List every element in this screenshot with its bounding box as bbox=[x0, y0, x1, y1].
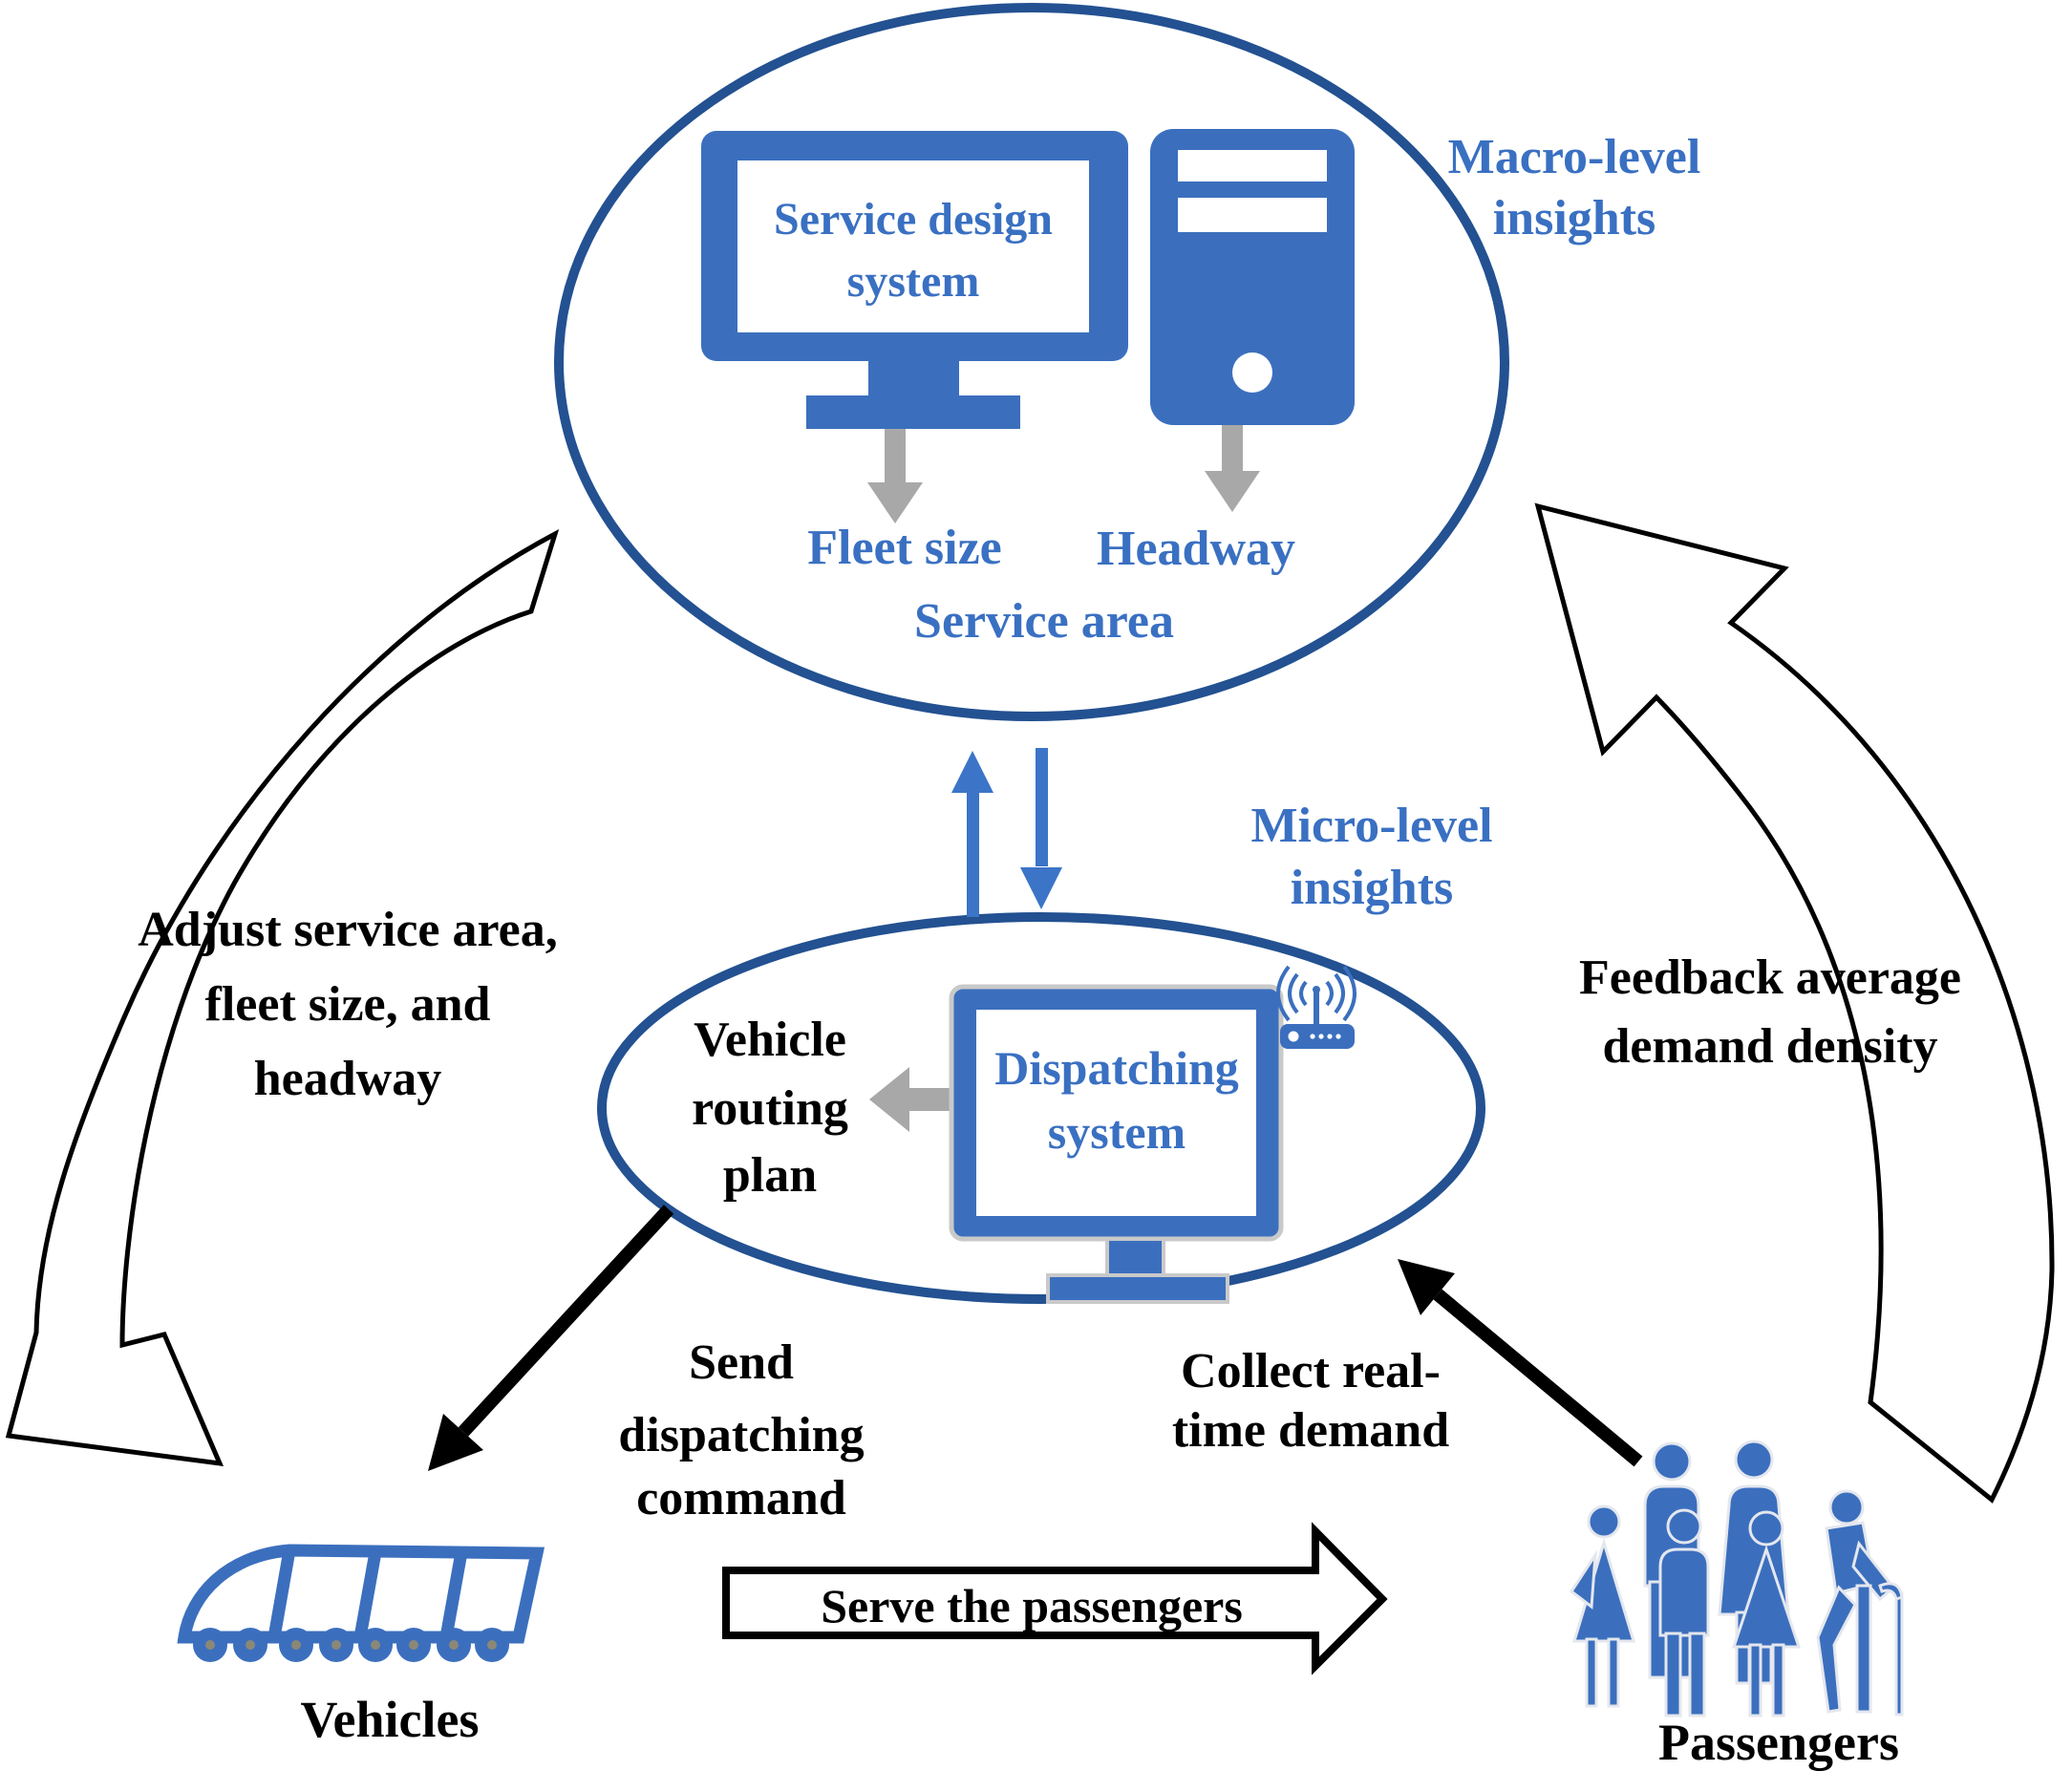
parameters-down-arrow-shaft bbox=[1036, 748, 1048, 866]
service-area-label: Service area bbox=[914, 594, 1174, 649]
gray-output-arrows bbox=[867, 425, 1260, 1132]
micro-insights-label-line2: insights bbox=[1291, 861, 1454, 915]
passengers-group-icon bbox=[1569, 1440, 1904, 1718]
passenger-boy bbox=[1658, 1508, 1710, 1718]
monitor-stand-base bbox=[1046, 1273, 1229, 1304]
send-command-arrow bbox=[428, 1205, 674, 1471]
black-labels: Vehicle routing plan Adjust service area… bbox=[138, 903, 1961, 1771]
send-flow-label-line2: dispatching bbox=[618, 1408, 864, 1462]
macro-micro-exchange-arrows bbox=[951, 748, 1062, 917]
monitor-screen bbox=[976, 1010, 1256, 1216]
passenger-girl bbox=[1731, 1510, 1802, 1718]
headway-arrow-shaft bbox=[1222, 425, 1243, 473]
monitor-stand-neck bbox=[868, 361, 959, 395]
computer-tower-icon bbox=[1150, 129, 1355, 425]
adjust-flow-label-line3: headway bbox=[254, 1052, 441, 1106]
tram-wheel-hubs bbox=[205, 1640, 497, 1650]
adjust-loop-arrow bbox=[5, 528, 560, 1467]
fleet-size-arrow-head bbox=[867, 482, 923, 523]
service-design-label-line2: system bbox=[847, 256, 980, 307]
insights-up-arrow bbox=[951, 751, 993, 917]
micro-insights-label-line1: Micro-level bbox=[1250, 799, 1492, 853]
headway-arrow-head bbox=[1205, 471, 1260, 512]
adjust-flow-label-line1: Adjust service area, bbox=[138, 903, 558, 957]
monitor-stand-base bbox=[806, 395, 1020, 429]
service-design-label-line1: Service design bbox=[774, 194, 1053, 245]
blue-labels: Service design system Macro-level insigh… bbox=[774, 130, 1700, 1159]
vehicles-label: Vehicles bbox=[301, 1691, 480, 1748]
tower-drive-slot-2 bbox=[1178, 198, 1327, 232]
send-command-arrow-head bbox=[428, 1414, 483, 1471]
vehicle-routing-label-line2: routing bbox=[692, 1081, 848, 1136]
feedback-flow-label-line1: Feedback average bbox=[1579, 950, 1961, 1005]
fleet-size-label: Fleet size bbox=[807, 521, 1002, 575]
headway-arrow bbox=[1205, 425, 1260, 512]
serve-passengers-arrow: Serve the passengers bbox=[722, 1522, 1388, 1675]
macro-insights-label-line2: insights bbox=[1493, 191, 1656, 245]
parameters-down-arrow-head bbox=[1020, 867, 1062, 909]
tower-drive-slot-1 bbox=[1178, 150, 1327, 181]
collect-flow-label-line1: Collect real- bbox=[1181, 1344, 1441, 1398]
routing-plan-arrow-head bbox=[869, 1067, 909, 1132]
send-flow-label-line1: Send bbox=[689, 1335, 794, 1390]
routing-plan-arrow bbox=[869, 1067, 953, 1132]
vehicle-routing-label-line3: plan bbox=[723, 1148, 817, 1203]
passengers-label: Passengers bbox=[1658, 1714, 1899, 1771]
dispatching-monitor-icon bbox=[949, 984, 1284, 1304]
serve-passengers-arrow-shape bbox=[722, 1522, 1388, 1675]
feedback-loop-arrow bbox=[1534, 502, 2055, 1504]
dispatching-label-line1: Dispatching bbox=[994, 1041, 1239, 1095]
monitor-stand-neck bbox=[1105, 1237, 1165, 1277]
fleet-size-arrow bbox=[867, 429, 923, 523]
macro-insights-label-line1: Macro-level bbox=[1448, 130, 1701, 184]
serve-passengers-label: Serve the passengers bbox=[821, 1579, 1243, 1632]
parameters-down-arrow bbox=[1020, 748, 1062, 909]
router-body bbox=[1280, 1024, 1355, 1049]
collect-demand-arrow-head bbox=[1398, 1259, 1455, 1315]
passenger-elderly bbox=[1816, 1489, 1904, 1717]
router-led bbox=[1288, 1031, 1299, 1042]
send-flow-label-line3: command bbox=[636, 1471, 846, 1526]
insights-up-arrow-shaft bbox=[967, 791, 979, 917]
tower-power-button bbox=[1232, 352, 1272, 393]
passenger-woman-left bbox=[1569, 1504, 1636, 1708]
headway-label: Headway bbox=[1097, 522, 1295, 576]
fleet-size-arrow-shaft bbox=[885, 429, 906, 484]
feedback-loop-arrow-shape bbox=[1534, 502, 2055, 1504]
wifi-router-icon bbox=[1276, 965, 1356, 1049]
send-command-arrow-shaft bbox=[458, 1205, 674, 1437]
service-design-monitor-icon bbox=[701, 131, 1128, 429]
feedback-flow-label-line2: demand density bbox=[1602, 1019, 1937, 1074]
tram-section-dividers bbox=[267, 1548, 468, 1639]
collect-flow-label-line2: time demand bbox=[1172, 1403, 1449, 1458]
monitor-screen bbox=[737, 160, 1089, 332]
adjust-loop-arrow-shape bbox=[5, 528, 560, 1467]
tram-icon bbox=[177, 1544, 545, 1662]
collect-demand-arrow-shaft bbox=[1433, 1289, 1643, 1467]
dispatching-label-line2: system bbox=[1048, 1105, 1186, 1159]
router-antenna bbox=[1314, 992, 1319, 1026]
wifi-waves bbox=[1276, 965, 1356, 1022]
router-antenna-tip bbox=[1313, 986, 1320, 993]
routing-plan-arrow-shaft bbox=[909, 1088, 953, 1111]
insights-up-arrow-head bbox=[951, 751, 993, 793]
collect-demand-arrow bbox=[1398, 1259, 1643, 1467]
adjust-flow-label-line2: fleet size, and bbox=[205, 977, 491, 1032]
vehicle-routing-label-line1: Vehicle bbox=[694, 1013, 846, 1067]
